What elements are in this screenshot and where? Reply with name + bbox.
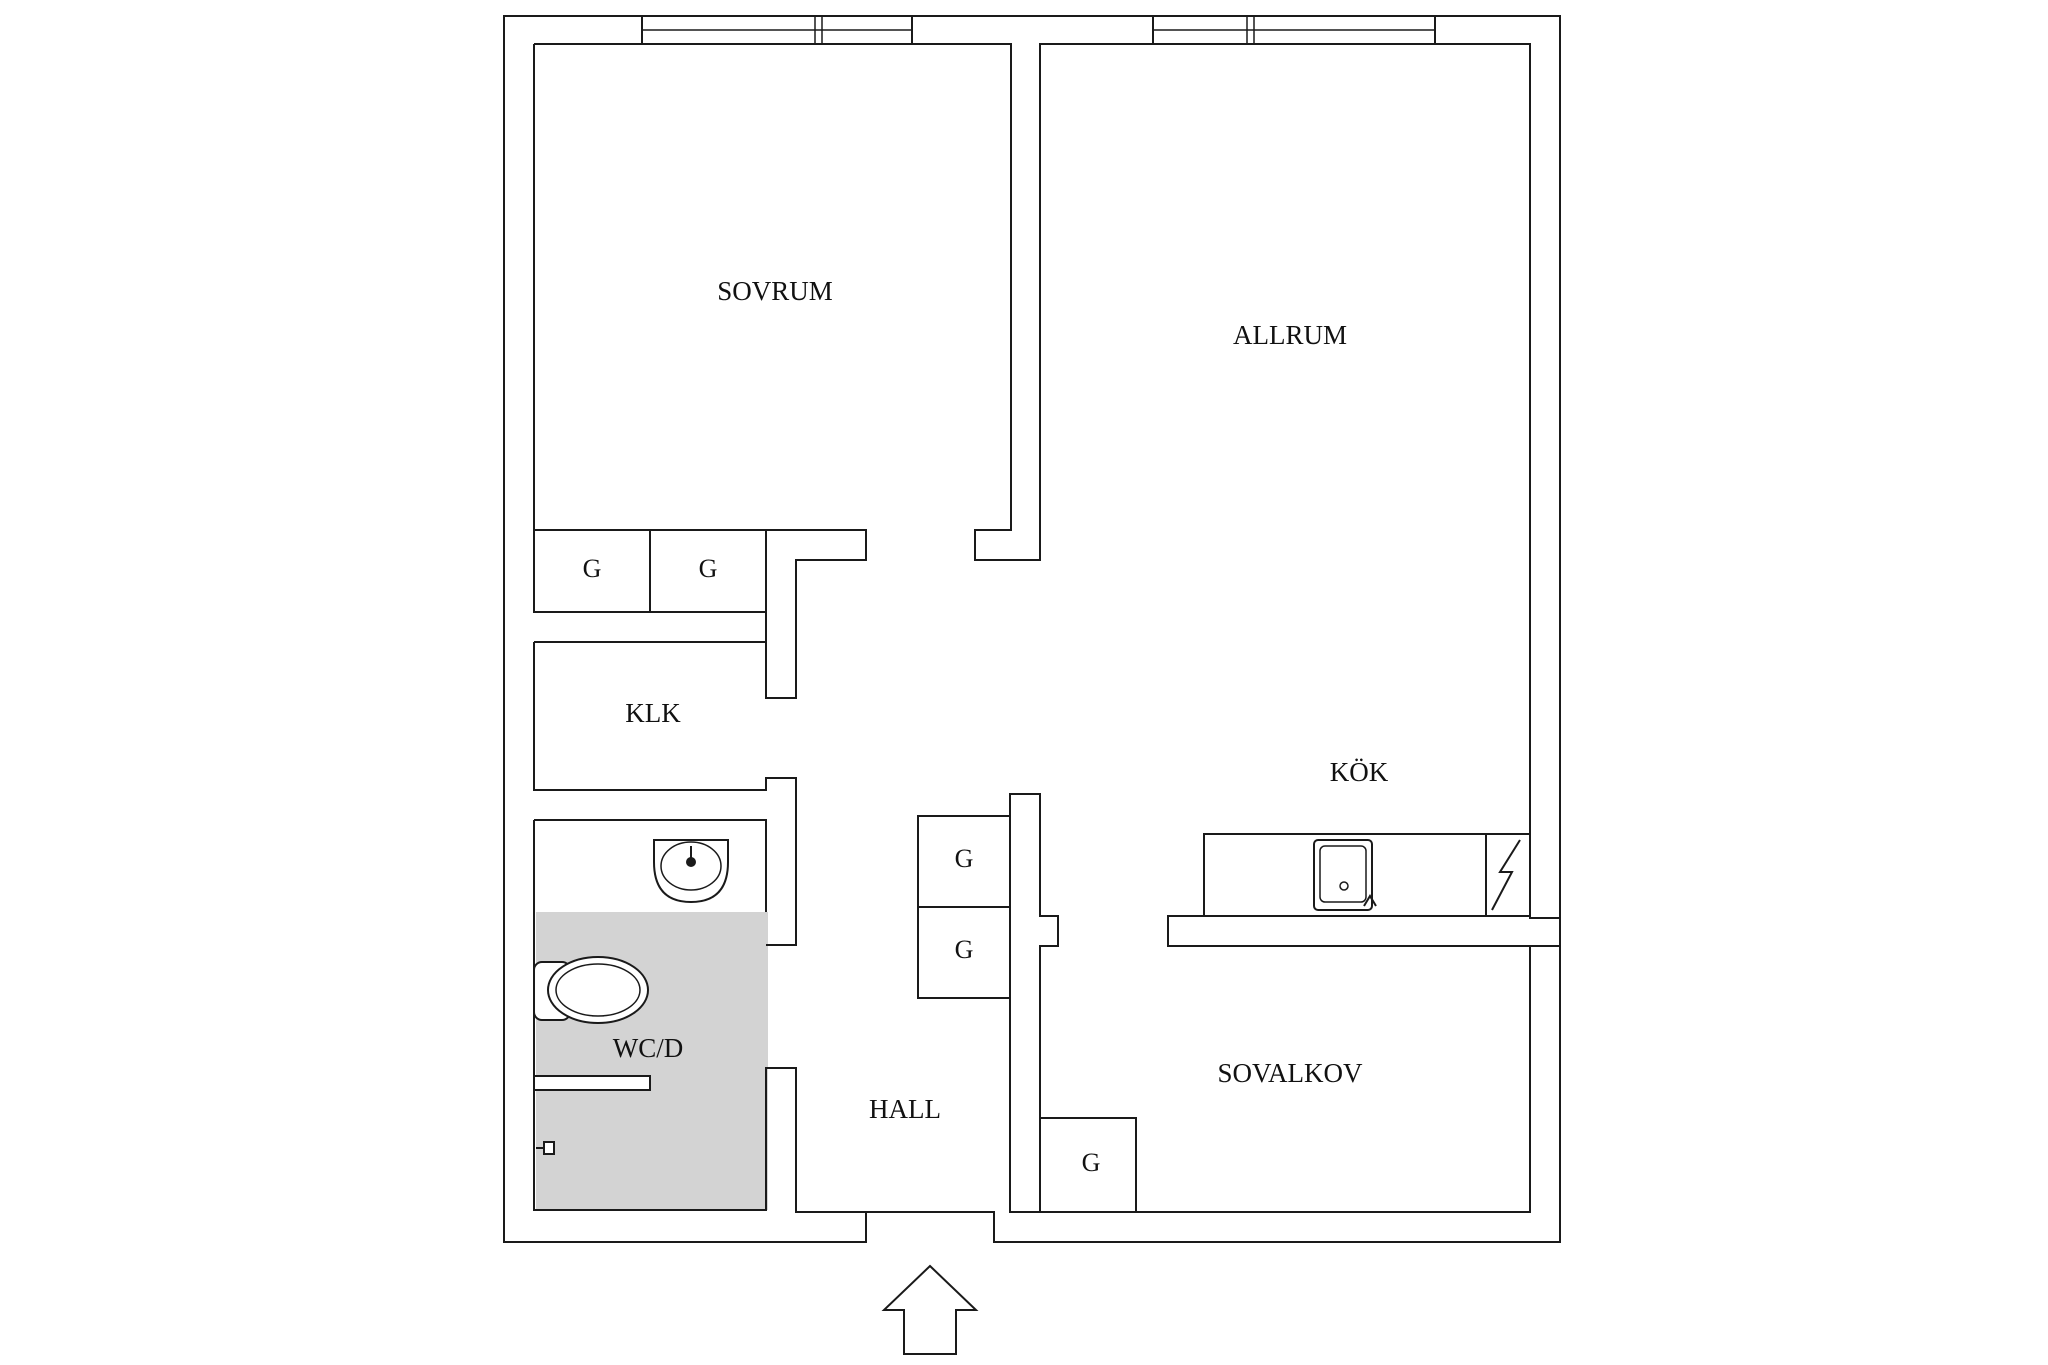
room-label-klk: KLK [625,698,681,728]
room-label-sovalkov: SOVALKOV [1217,1058,1363,1088]
sovalkov-wall [1040,946,1531,1213]
room-label-kok: KÖK [1330,757,1389,787]
hall-closets [917,815,1011,999]
washbasin-icon [653,839,729,904]
room-label-wcd: WC/D [613,1033,684,1063]
room-label-sovrum: SOVRUM [717,276,833,306]
closet-label-sovalkov: G [1082,1148,1101,1177]
shower-divider [533,1075,651,1091]
closet-label-hall-upper: G [955,844,974,873]
window-right [1152,15,1436,45]
closet-label-hall-lower: G [955,935,974,964]
sovrum-wall [533,43,1531,918]
hall-wall-right [1009,793,1059,1213]
sovrum-closets [533,529,767,613]
closet-label-sovrum-right: G [699,554,718,583]
kitchen-sink-icon [1313,839,1377,911]
room-label-hall: HALL [869,1094,941,1124]
shower-icon [536,1141,555,1155]
sovalkov-closet [1039,1117,1137,1213]
toilet-icon [533,956,649,1024]
room-label-allrum: ALLRUM [1233,320,1347,350]
klk-wall [533,641,797,946]
hall-wall-upper [765,529,867,699]
stove-icon [1491,839,1521,911]
window-left [641,15,913,45]
exterior-wall-outline [503,15,1561,1243]
wc-wall [533,819,866,1213]
entrance-arrow-icon [881,1264,979,1355]
kitchen-sovalkov-wall [1167,915,1561,947]
closet-label-sovrum-left: G [583,554,602,583]
